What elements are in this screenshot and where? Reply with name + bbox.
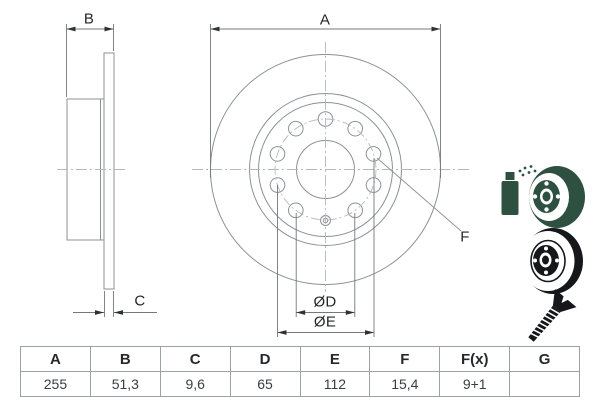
- arrowhead: [431, 26, 441, 32]
- arrowhead: [104, 26, 114, 32]
- dimension-d: [295, 213, 356, 317]
- disc-plate-section: [103, 52, 115, 290]
- arrowhead: [210, 26, 220, 32]
- header-cell-f: F: [369, 346, 441, 372]
- coated-disc-spray-icon: [501, 165, 585, 228]
- brake-disc-drawing: [57, 24, 585, 342]
- header-cell-a: A: [20, 346, 91, 372]
- header-cell-c: C: [159, 346, 231, 372]
- value-cell-f: 15,4: [369, 371, 441, 397]
- header-cell-fx: F(x): [439, 346, 511, 372]
- value-cell-e: 112: [299, 371, 371, 397]
- dim-label-e: ØE: [313, 313, 337, 331]
- bolt-hole: [269, 146, 286, 162]
- dimension-spec-table: A B C D E F F(x) G 255 51,3 9,6 65 112 1…: [20, 346, 580, 397]
- arrowhead: [114, 310, 123, 315]
- dimension-b: [66, 24, 114, 97]
- dim-label-b: B: [83, 10, 95, 28]
- spec-table-header-row: A B C D E F F(x) G: [20, 346, 580, 372]
- arrowhead: [95, 310, 104, 315]
- dimension-e: [277, 158, 375, 337]
- f-leader-line: [376, 157, 462, 232]
- value-cell-fx: 9+1: [439, 371, 511, 397]
- dim-label-d: ØD: [313, 293, 337, 311]
- arrowhead: [345, 310, 355, 315]
- bolt-hole: [347, 120, 364, 137]
- spray-can: [501, 165, 537, 215]
- dim-label-f: F: [460, 228, 470, 246]
- brake-disc-icon: [521, 228, 583, 294]
- bolt-hole: [288, 120, 304, 137]
- header-cell-g: G: [509, 346, 580, 372]
- value-cell-c: 9,6: [159, 371, 231, 397]
- value-cell-d: 65: [229, 371, 301, 397]
- countersunk-screw-icon: [528, 289, 577, 342]
- arrowhead: [365, 330, 374, 335]
- dim-label-a: A: [319, 11, 331, 29]
- bolt-hole: [365, 146, 382, 162]
- arrowhead: [66, 26, 76, 32]
- dimension-c: [73, 291, 157, 317]
- side-section-view: [66, 52, 115, 290]
- header-cell-e: E: [299, 346, 371, 372]
- arrowhead: [296, 310, 306, 315]
- arrowhead: [277, 330, 287, 335]
- header-cell-d: D: [229, 346, 301, 372]
- bolt-hole: [365, 177, 382, 193]
- value-cell-b: 51,3: [89, 371, 161, 397]
- dimension-a: [210, 24, 441, 178]
- value-cell-a: 255: [20, 371, 91, 397]
- value-cell-g: [509, 371, 580, 397]
- dim-label-c: C: [134, 292, 146, 310]
- header-cell-b: B: [89, 346, 161, 372]
- spec-table-value-row: 255 51,3 9,6 65 112 15,4 9+1: [20, 371, 580, 397]
